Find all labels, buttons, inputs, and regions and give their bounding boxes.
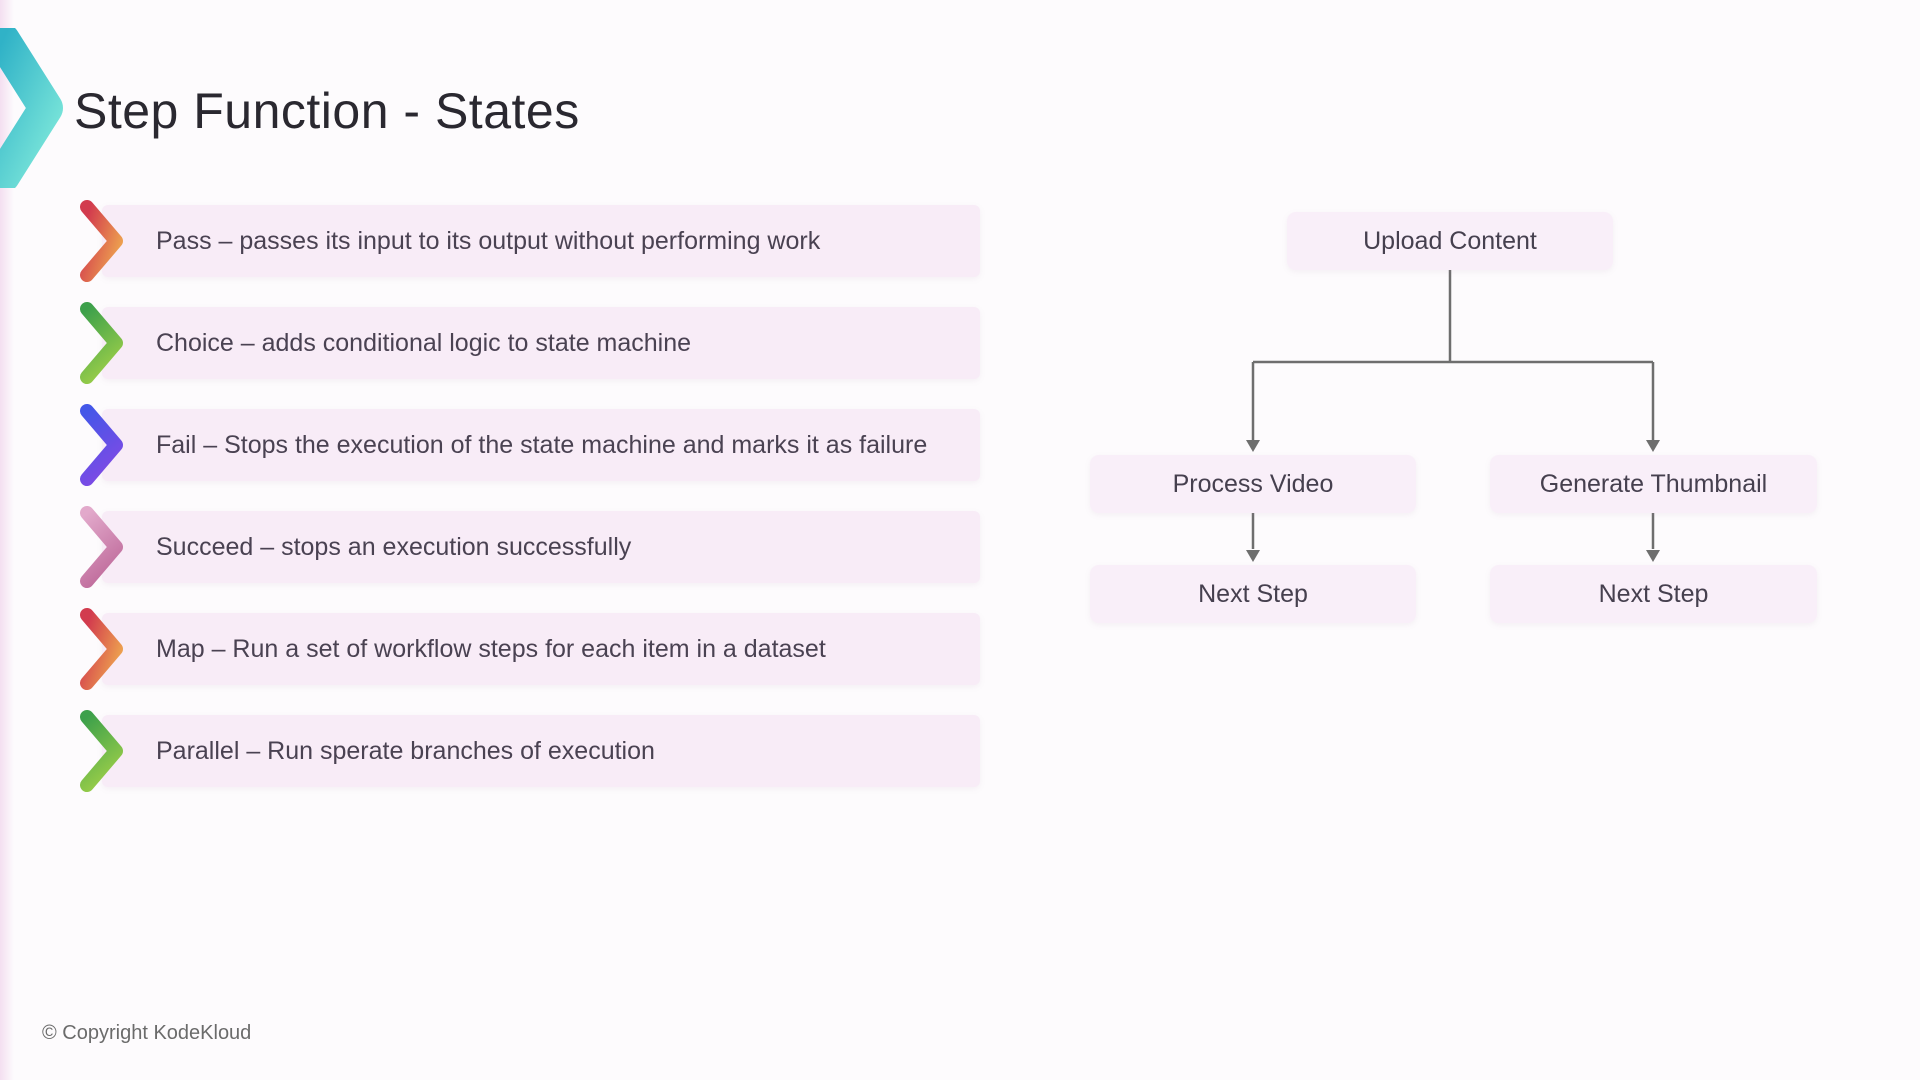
copyright-footer: © Copyright KodeKloud <box>42 1022 252 1044</box>
chevron-bullet-icon <box>80 302 123 384</box>
flow-node-next-step-left: Next Step <box>1090 565 1416 623</box>
chevron-bullet-icon <box>80 710 123 792</box>
state-label: Fail – Stops the execution of the state … <box>102 409 980 481</box>
states-list: Pass – passes its input to its output wi… <box>80 200 980 817</box>
flow-node-process-video: Process Video <box>1090 455 1416 513</box>
flow-connector-lines <box>1246 270 1660 562</box>
chevron-bullet-icon <box>80 200 123 282</box>
chevron-bullet-icon <box>80 506 123 588</box>
flow-node-upload-content: Upload Content <box>1287 212 1613 270</box>
flow-node-next-step-right: Next Step <box>1490 565 1817 623</box>
kodekloud-logo-chevron-icon <box>0 28 63 188</box>
list-item: Choice – adds conditional logic to state… <box>80 302 980 384</box>
flow-node-generate-thumbnail: Generate Thumbnail <box>1490 455 1817 513</box>
list-item: Parallel – Run sperate branches of execu… <box>80 710 980 792</box>
list-item: Pass – passes its input to its output wi… <box>80 200 980 282</box>
state-label: Parallel – Run sperate branches of execu… <box>102 715 980 787</box>
state-label: Map – Run a set of workflow steps for ea… <box>102 613 980 685</box>
chevron-bullet-icon <box>80 404 123 486</box>
page-title: Step Function - States <box>74 83 580 139</box>
arrowheads <box>1246 440 1660 562</box>
chevron-bullet-icon <box>80 608 123 690</box>
state-label: Choice – adds conditional logic to state… <box>102 307 980 379</box>
list-item: Map – Run a set of workflow steps for ea… <box>80 608 980 690</box>
list-item: Succeed – stops an execution successfull… <box>80 506 980 588</box>
state-label: Pass – passes its input to its output wi… <box>102 205 980 277</box>
state-label: Succeed – stops an execution successfull… <box>102 511 980 583</box>
list-item: Fail – Stops the execution of the state … <box>80 404 980 486</box>
